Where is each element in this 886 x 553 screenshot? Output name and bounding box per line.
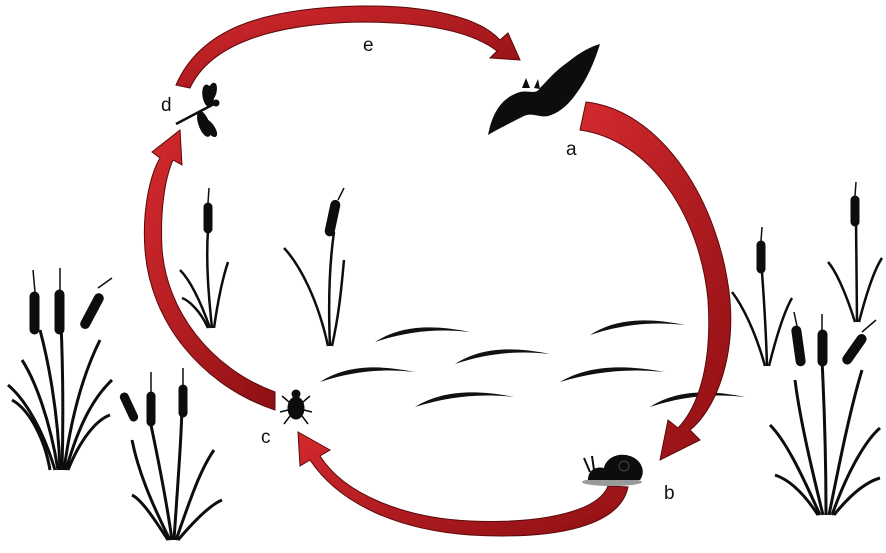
reed-clump-bottom-left bbox=[119, 368, 222, 540]
arrow-d-to-a bbox=[176, 6, 520, 88]
arrow-label-e: e bbox=[363, 36, 374, 55]
water-wave-icon bbox=[560, 367, 665, 382]
water-waves bbox=[320, 320, 745, 407]
arrow-a-to-b bbox=[580, 102, 731, 460]
reed-clump-mid-left bbox=[180, 188, 228, 328]
water-bug-icon bbox=[280, 390, 312, 424]
water-wave-icon bbox=[590, 320, 685, 335]
reed-clump-right bbox=[770, 312, 880, 515]
water-wave-icon bbox=[455, 349, 550, 364]
snail-icon bbox=[582, 455, 643, 486]
arrow-c-to-d bbox=[144, 130, 275, 410]
water-wave-icon bbox=[415, 392, 515, 407]
water-wave-icon bbox=[375, 327, 470, 342]
water-wave-icon bbox=[320, 367, 415, 382]
node-label-c: c bbox=[261, 428, 271, 447]
node-label-b: b bbox=[664, 484, 675, 503]
dragonfly-icon bbox=[176, 82, 219, 138]
arrow-b-to-c bbox=[298, 432, 628, 536]
node-label-d: d bbox=[161, 96, 172, 115]
reed-clump-center bbox=[284, 188, 344, 346]
node-label-a: a bbox=[566, 140, 577, 159]
reed-clump-left bbox=[8, 268, 112, 470]
